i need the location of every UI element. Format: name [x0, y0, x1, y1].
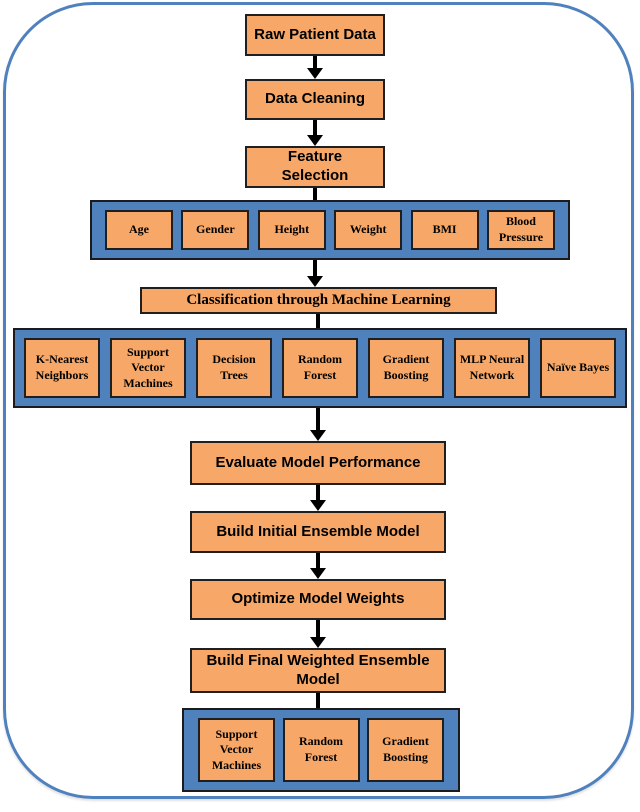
arrow-head-icon — [307, 135, 323, 146]
arrow-stem — [316, 553, 320, 568]
flow-connector — [316, 314, 320, 328]
flow-arrow — [310, 485, 326, 511]
feature-box-gender: Gender — [181, 210, 250, 250]
step-evaluate: Evaluate Model Performance — [190, 441, 446, 485]
arrow-stem — [313, 120, 317, 135]
step-data-cleaning: Data Cleaning — [245, 79, 385, 120]
flow-arrow — [310, 408, 326, 441]
arrow-stem — [313, 56, 317, 68]
flow-arrow — [310, 553, 326, 579]
flow-arrow — [310, 620, 326, 648]
outer-frame — [3, 2, 634, 799]
model-box-knn: K-Nearest Neighbors — [24, 338, 100, 398]
model-box-mlp: MLP Neural Network — [454, 338, 530, 398]
arrow-head-icon — [310, 568, 326, 579]
arrow-stem — [316, 408, 320, 430]
step-build-initial: Build Initial Ensemble Model — [190, 511, 446, 553]
step-raw-patient-data: Raw Patient Data — [245, 14, 385, 56]
step-classification: Classification through Machine Learning — [140, 287, 497, 314]
models-container: K-Nearest Neighbors Support Vector Machi… — [13, 328, 627, 408]
arrow-head-icon — [307, 276, 323, 287]
arrow-head-icon — [307, 68, 323, 79]
step-optimize: Optimize Model Weights — [190, 579, 446, 620]
flow-connector — [316, 693, 320, 708]
final-model-box-svm: Support Vector Machines — [198, 718, 275, 782]
feature-box-bmi: BMI — [410, 210, 479, 250]
model-box-naive-bayes: Naïve Bayes — [540, 338, 616, 398]
arrow-stem — [313, 260, 317, 276]
final-model-box-gradient-boosting: Gradient Boosting — [367, 718, 444, 782]
arrow-head-icon — [310, 637, 326, 648]
arrow-head-icon — [310, 500, 326, 511]
model-box-svm: Support Vector Machines — [110, 338, 186, 398]
feature-box-height: Height — [257, 210, 326, 250]
flow-arrow — [307, 120, 323, 146]
feature-box-weight: Weight — [334, 210, 403, 250]
feature-box-age: Age — [105, 210, 173, 250]
step-build-final: Build Final Weighted Ensemble Model — [190, 648, 446, 693]
flow-arrow — [307, 260, 323, 287]
model-box-random-forest: Random Forest — [282, 338, 358, 398]
flow-arrow — [307, 56, 323, 79]
feature-box-blood-pressure: Blood Pressure — [486, 210, 555, 250]
step-feature-selection: Feature Selection — [245, 146, 385, 188]
model-box-gradient-boosting: Gradient Boosting — [368, 338, 444, 398]
arrow-stem — [316, 485, 320, 500]
arrow-stem — [316, 620, 320, 637]
arrow-head-icon — [310, 430, 326, 441]
final-model-box-random-forest: Random Forest — [282, 718, 360, 782]
flow-connector — [313, 188, 317, 200]
final-models-container: Support Vector Machines Random Forest Gr… — [182, 708, 460, 792]
features-container: Age Gender Height Weight BMI Blood Press… — [90, 200, 570, 260]
model-box-decision-trees: Decision Trees — [196, 338, 272, 398]
